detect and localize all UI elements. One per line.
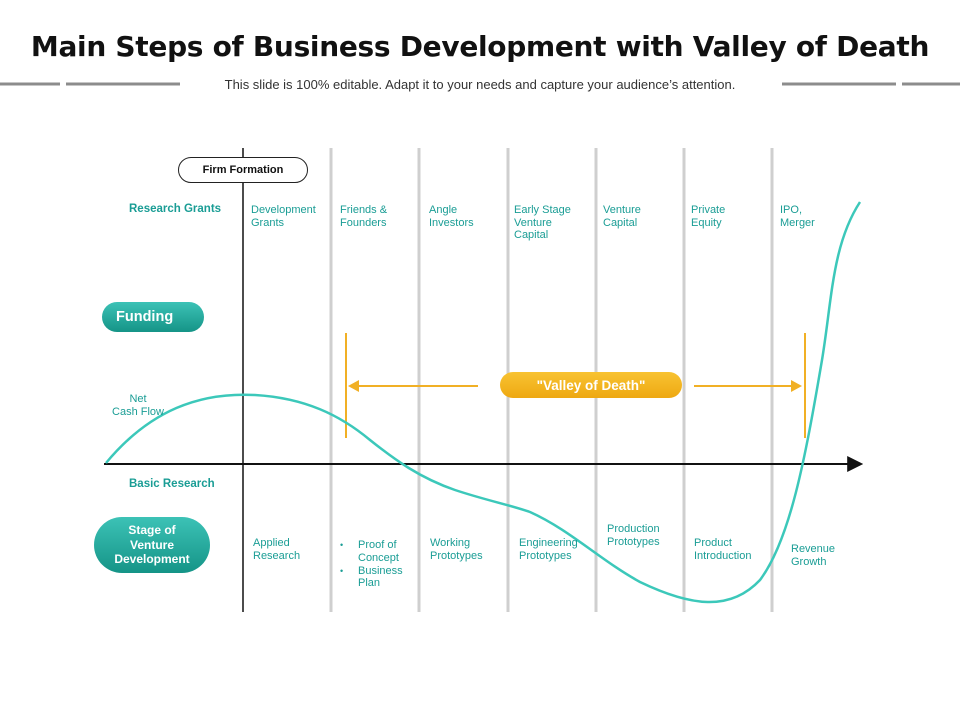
funding-private-equity: Private Equity [691, 204, 726, 229]
funding-angle-investors: Angle Investors [429, 204, 474, 229]
basic-research-label: Basic Research [129, 478, 215, 490]
stage-bullet-proof-of-concept: Proof of Concept [340, 539, 403, 565]
left-arrow-head [348, 380, 359, 392]
right-arrow-head [791, 380, 802, 392]
page-subtitle: This slide is 100% editable. Adapt it to… [224, 77, 736, 92]
valley-of-death-label: "Valley of Death" [500, 372, 682, 398]
funding-venture-capital: Venture Capital [603, 204, 641, 229]
stage-revenue-growth: Revenue Growth [791, 543, 836, 568]
stage-applied-research: Applied Research [253, 537, 301, 562]
stage-bullet-business-plan: Business Plan [340, 565, 403, 591]
stage-production-prototypes: Production Prototypes [607, 523, 660, 548]
funding-ipo-merger: IPO, Merger [780, 204, 815, 229]
stage-working-prototypes: Working Prototypes [430, 537, 483, 562]
stage-bullet-list: Proof of Concept Business Plan [340, 539, 403, 590]
net-cash-flow-label: Net Cash Flow [112, 393, 164, 418]
valley-indicator [345, 333, 806, 438]
funding-friends-founders: Friends & Founders [340, 204, 388, 229]
funding-early-stage-vc: Early Stage Venture Capital [514, 204, 571, 241]
stage-product-introduction: Product Introduction [694, 537, 752, 562]
stage-engineering-prototypes: Engineering Prototypes [519, 537, 578, 562]
funding-development-grants: Development Grants [251, 204, 316, 229]
net-cash-flow-curve [105, 201, 862, 604]
research-grants-label: Research Grants [129, 203, 222, 215]
firm-formation-label: Firm Formation [178, 157, 308, 183]
funding-pill: Funding [102, 302, 204, 332]
stage-of-venture-development-pill: Stage of Venture Development [94, 517, 210, 573]
page-title: Main Steps of Business Development with … [30, 30, 930, 63]
